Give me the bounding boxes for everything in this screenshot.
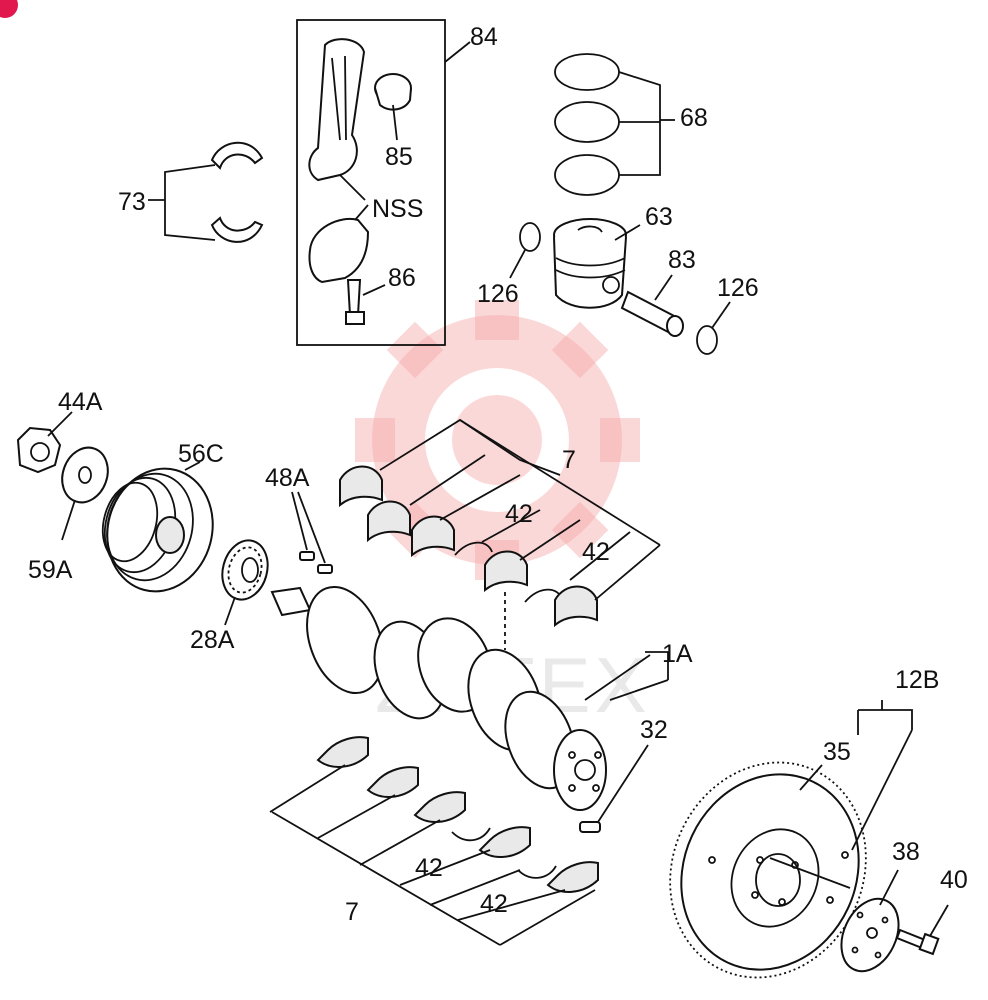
crankshaft-washer (61, 446, 109, 541)
callout-1a: 1A (662, 640, 693, 668)
notification-badge (0, 0, 18, 18)
callout-40: 40 (940, 866, 968, 894)
crankshaft-nut (16, 411, 73, 474)
connecting-rod-assembly (296, 19, 471, 346)
snap-ring-right (696, 301, 731, 355)
woodruff-keys (291, 491, 333, 574)
callout-56c: 56C (178, 440, 224, 468)
callout-32: 32 (640, 716, 668, 744)
flywheel (669, 700, 913, 979)
callout-86: 86 (388, 264, 416, 292)
flywheel-plate (840, 869, 900, 973)
snap-ring-left (509, 222, 541, 279)
callout-84: 84 (470, 23, 498, 51)
callout-59a: 59A (28, 556, 73, 584)
flywheel-bolt (895, 904, 949, 956)
callout-7-upper: 7 (562, 446, 576, 474)
dowel-pin (579, 744, 649, 833)
callout-48a: 48A (265, 464, 310, 492)
callout-83: 83 (668, 246, 696, 274)
callout-38: 38 (892, 838, 920, 866)
crankshaft-gear (221, 539, 269, 626)
callout-44a: 44A (58, 388, 103, 416)
piston-rings (554, 53, 675, 196)
callout-42-upper-a: 42 (505, 500, 533, 528)
conrod-bearing-shells (148, 141, 264, 243)
piston (553, 218, 641, 309)
callout-126-left: 126 (477, 280, 519, 308)
callout-12b: 12B (895, 666, 939, 694)
crankshaft (270, 585, 670, 811)
callout-42-upper-b: 42 (582, 538, 610, 566)
callout-73: 73 (118, 188, 146, 216)
lower-main-bearings (269, 736, 599, 946)
callout-42-lower-b: 42 (480, 890, 508, 918)
callout-68: 68 (680, 104, 708, 132)
callout-63: 63 (645, 203, 673, 231)
callout-nss: NSS (372, 195, 423, 223)
callout-85: 85 (385, 143, 413, 171)
piston-pin (620, 274, 684, 337)
crankshaft-pulley (101, 461, 214, 593)
callout-7-lower: 7 (345, 898, 359, 926)
callout-28a: 28A (190, 626, 235, 654)
upper-main-bearings (339, 418, 661, 628)
callout-126-right: 126 (717, 274, 759, 302)
callout-35: 35 (823, 738, 851, 766)
callout-42-lower-a: 42 (415, 854, 443, 882)
